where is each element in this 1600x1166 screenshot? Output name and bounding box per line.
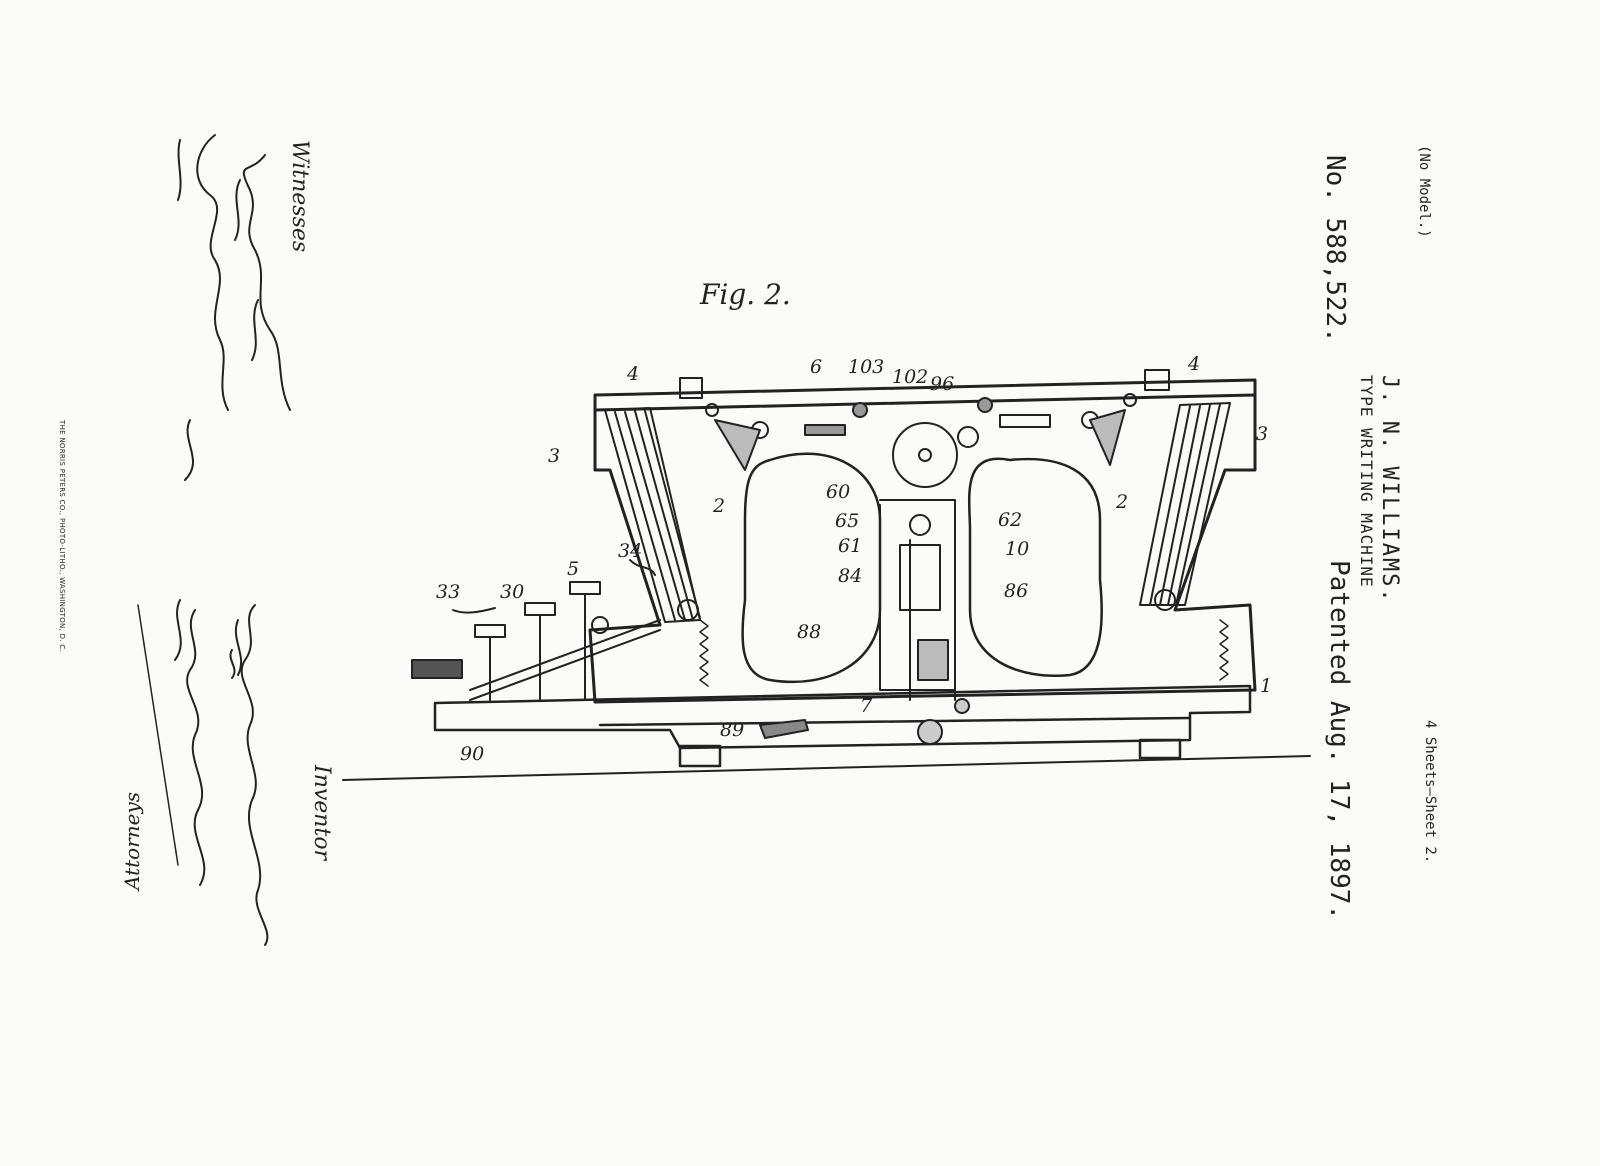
ref-numeral: 88: [797, 621, 821, 643]
ref-numeral: 7: [860, 695, 873, 717]
ref-numeral: 3: [1256, 423, 1268, 445]
inventor-signature: [234, 604, 269, 946]
machine-frame: [588, 378, 1257, 704]
ref-numeral: 62: [998, 509, 1022, 531]
left-loop: [741, 452, 882, 684]
ref-numeral: 89: [720, 719, 744, 741]
ref-numeral: 5: [567, 558, 579, 580]
ref-numeral: 4: [626, 363, 639, 385]
ref-numeral: 34: [618, 540, 642, 562]
witness-signature-1: [234, 154, 291, 411]
ref-numeral: 3: [548, 445, 560, 467]
ref-numeral: 65: [835, 510, 859, 532]
ground-line: [342, 755, 1311, 781]
attorney-signature: [174, 599, 206, 886]
ref-numeral: 2: [712, 495, 725, 517]
ref-numeral: 2: [1115, 491, 1128, 513]
ref-numeral: 4: [1187, 353, 1200, 375]
left-typebar-segment: [604, 377, 769, 623]
ref-numeral: 96: [930, 373, 954, 395]
springs: [699, 619, 1229, 687]
ref-numeral: 6: [810, 356, 822, 378]
ref-numeral: 103: [848, 356, 884, 378]
shafts: [759, 698, 970, 745]
ref-numeral: 90: [460, 743, 484, 765]
ref-numeral: 102: [892, 366, 928, 388]
ref-numeral: 1: [1260, 675, 1272, 697]
ref-numeral: 33: [436, 581, 460, 603]
figure-title: Fig. 2.: [700, 278, 791, 311]
reference-numerals: 4 6 103 102 96 4 3 3 2 2 60 65 62 61 10 …: [436, 353, 1272, 765]
ref-numeral: 86: [1004, 580, 1028, 602]
ref-numeral: 61: [838, 535, 862, 557]
attorney-rule: [137, 604, 179, 866]
ref-numeral: 30: [500, 581, 524, 603]
platen-mechanism: [804, 397, 1051, 701]
by-mark: [229, 649, 236, 679]
witness-signature-2: [177, 134, 229, 481]
ref-numeral: 84: [838, 565, 862, 587]
right-typebar-segment: [1081, 369, 1231, 611]
right-loop: [967, 457, 1103, 677]
ref-numeral: 10: [1005, 538, 1029, 560]
machine-base: [433, 684, 1252, 768]
keyboard-keys: [411, 559, 661, 701]
ref-numeral: 60: [826, 481, 850, 503]
